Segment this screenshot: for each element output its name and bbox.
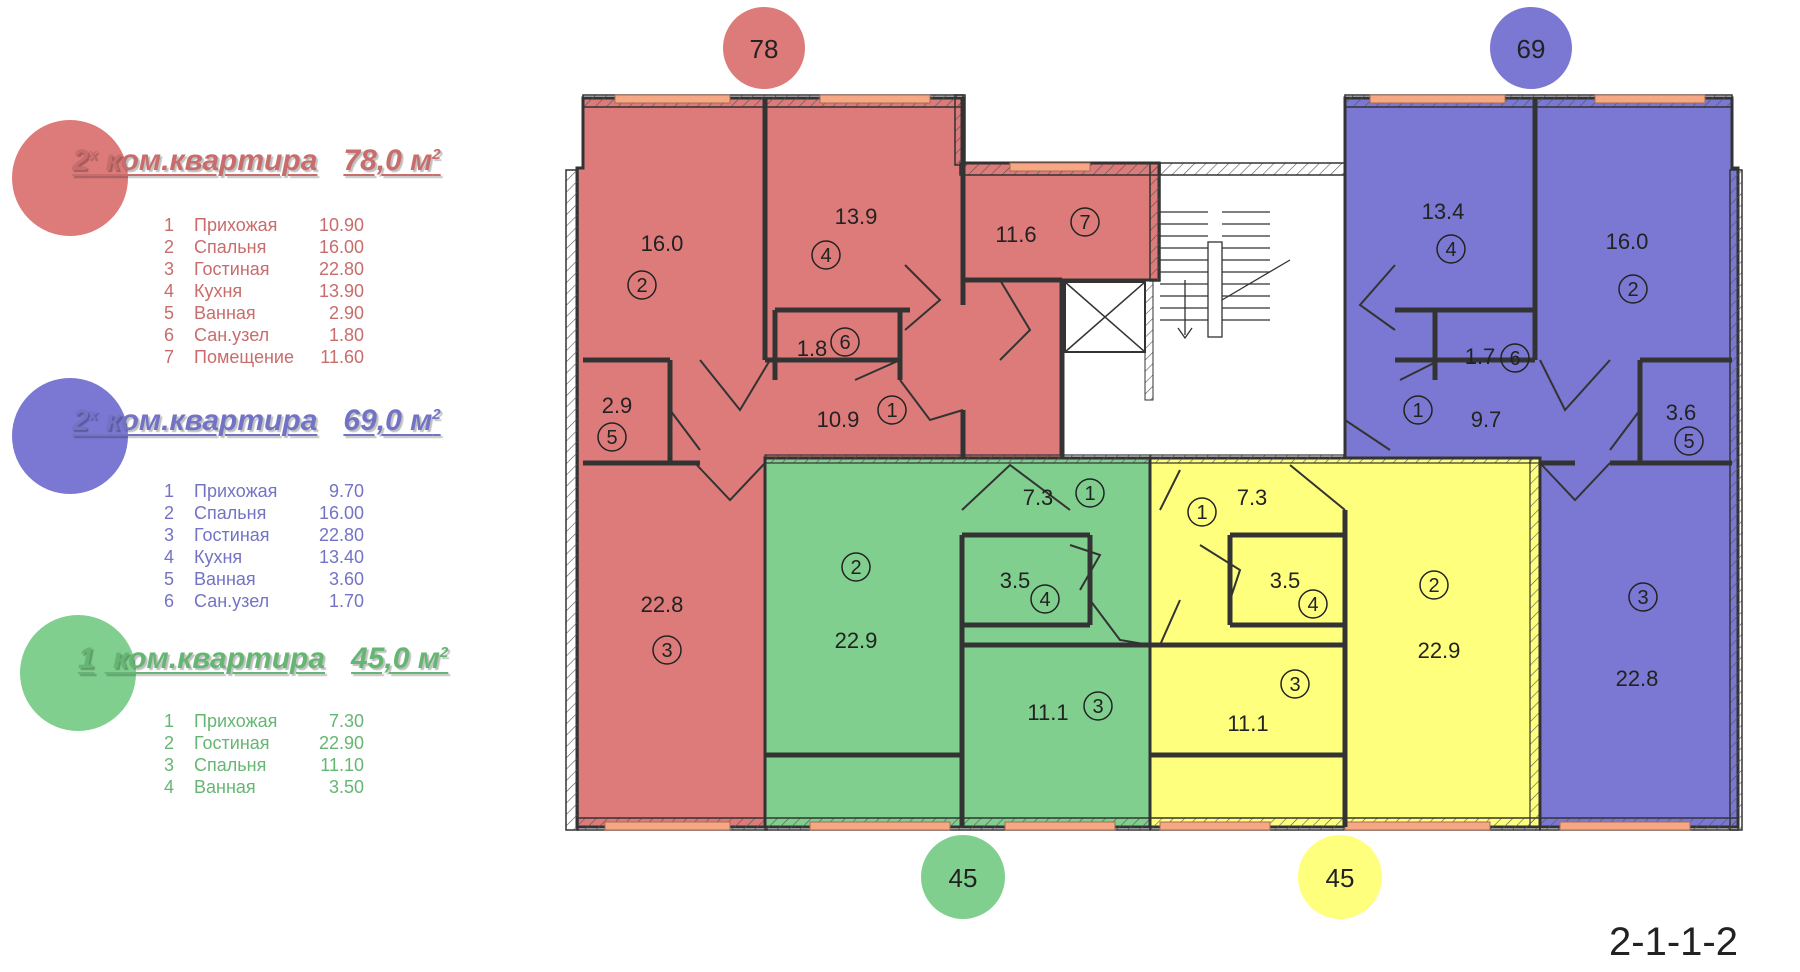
room-num-blue-2: 2 (1627, 279, 1638, 301)
room-area-red-4: 13.9 (835, 204, 878, 229)
room-num-red-4: 4 (820, 245, 831, 267)
badge-78-label: 78 (750, 34, 779, 64)
room-num-yellow-4: 4 (1307, 594, 1318, 616)
apartment-69 (1343, 94, 1743, 831)
room-area-red-1: 10.9 (817, 407, 860, 432)
legend-69-circle (12, 378, 128, 494)
room-area-green-3: 11.1 (1027, 700, 1068, 725)
room-num-red-7: 7 (1079, 212, 1090, 234)
room-num-green-3: 3 (1092, 696, 1103, 718)
room-num-red-5: 5 (606, 427, 617, 449)
room-area-green-1: 7.3 (1023, 485, 1054, 510)
room-num-blue-4: 4 (1445, 239, 1456, 261)
room-num-blue-5: 5 (1683, 431, 1694, 453)
room-num-red-3: 3 (661, 640, 672, 662)
room-area-red-2: 16.0 (641, 231, 684, 256)
room-area-yellow-3: 11.1 (1227, 711, 1268, 736)
room-area-blue-3: 22.8 (1616, 666, 1659, 691)
room-area-blue-1: 9.7 (1471, 407, 1502, 432)
badge-45-green-label: 45 (949, 863, 978, 893)
apartment-45-yellow (1148, 454, 1542, 831)
badge-78: 78 (723, 7, 805, 89)
plan-id: 2-1-1-2 (1609, 920, 1738, 964)
stairs (1160, 211, 1291, 340)
room-num-blue-6: 6 (1509, 348, 1520, 370)
room-num-green-2: 2 (850, 557, 861, 579)
room-num-yellow-1: 1 (1196, 502, 1207, 524)
room-num-red-1: 1 (886, 400, 897, 422)
room-area-yellow-1: 7.3 (1237, 485, 1268, 510)
room-area-green-2: 22.9 (835, 628, 878, 653)
apartment-45-green (763, 454, 1152, 831)
room-area-blue-4: 13.4 (1422, 199, 1465, 224)
room-area-red-6: 1.8 (797, 336, 828, 361)
badge-45-yellow: 45 (1298, 835, 1382, 919)
room-num-red-2: 2 (636, 275, 647, 297)
room-num-blue-3: 3 (1637, 587, 1648, 609)
room-num-yellow-2: 2 (1428, 575, 1439, 597)
room-area-blue-5: 3.6 (1666, 400, 1697, 425)
room-area-yellow-4: 3.5 (1270, 568, 1301, 593)
apartment-78 (565, 94, 1161, 831)
room-area-red-3: 22.8 (641, 592, 684, 617)
badge-45-yellow-label: 45 (1326, 863, 1355, 893)
room-num-green-4: 4 (1039, 589, 1050, 611)
badge-69: 69 (1490, 7, 1572, 89)
room-area-red-7: 11.6 (995, 222, 1036, 247)
legend-45-circle (20, 615, 136, 731)
legend-78-circle (12, 120, 128, 236)
room-num-red-6: 6 (839, 332, 850, 354)
room-area-yellow-2: 22.9 (1418, 638, 1461, 663)
room-area-blue-6: 1.7 (1465, 344, 1496, 369)
room-num-yellow-3: 3 (1289, 674, 1300, 696)
room-area-red-5: 2.9 (602, 393, 633, 418)
badge-45-green: 45 (921, 835, 1005, 919)
badge-69-label: 69 (1517, 34, 1546, 64)
room-num-green-1: 1 (1084, 483, 1095, 505)
stair-core (1064, 162, 1346, 401)
room-area-blue-2: 16.0 (1606, 229, 1649, 254)
room-area-green-4: 3.5 (1000, 568, 1031, 593)
room-num-blue-1: 1 (1412, 400, 1423, 422)
